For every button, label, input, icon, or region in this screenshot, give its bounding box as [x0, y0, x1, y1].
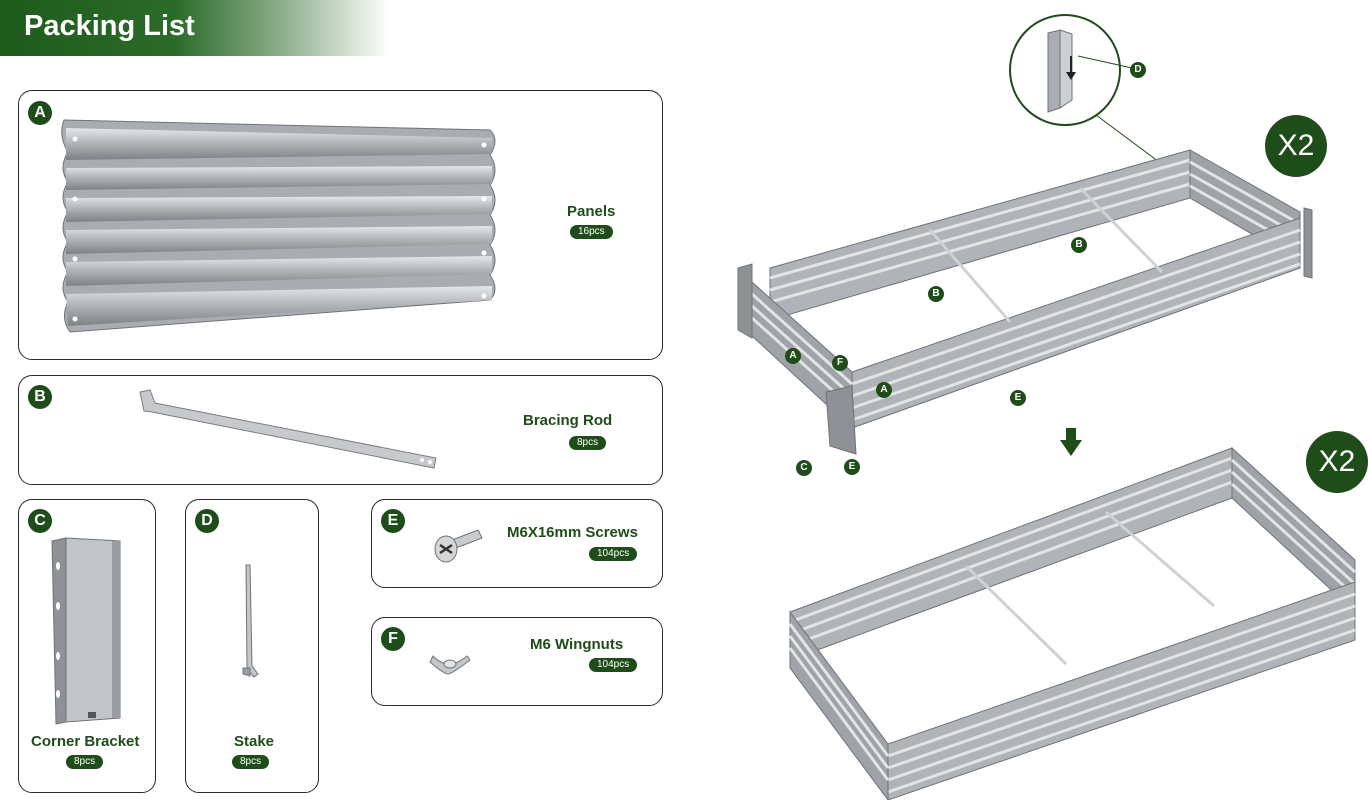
multiplier-badge-bottom: X2	[1306, 431, 1368, 493]
part-c-qty: 8pcs	[66, 755, 104, 769]
part-c-letter: C	[28, 509, 52, 533]
part-b-name: Bracing Rod	[523, 412, 613, 429]
packing-list-header: Packing List	[0, 0, 390, 56]
callout-b-left: B	[928, 286, 944, 302]
assembled-bed	[788, 446, 1357, 800]
part-e-name: M6X16mm Screws	[507, 524, 638, 541]
callout-f: F	[832, 355, 848, 371]
callout-a-front: A	[876, 382, 892, 398]
callout-e-left: E	[844, 459, 860, 475]
part-d-letter: D	[195, 509, 219, 533]
part-d-qty: 8pcs	[232, 755, 270, 769]
part-f-letter: F	[381, 627, 405, 651]
part-b-qty: 8pcs	[569, 436, 607, 450]
callout-a-left: A	[785, 348, 801, 364]
part-e-card	[371, 499, 663, 588]
detail-zoom	[1009, 14, 1191, 186]
exploded-bed	[737, 149, 1313, 455]
part-a-letter: A	[28, 101, 52, 125]
part-e-letter: E	[381, 509, 405, 533]
callout-e-right: E	[1010, 390, 1026, 406]
part-b-letter: B	[28, 385, 52, 409]
down-arrow-icon	[1060, 428, 1082, 456]
callout-d: D	[1130, 62, 1146, 78]
part-f-name: M6 Wingnuts	[530, 636, 624, 653]
part-f-qty: 104pcs	[589, 658, 638, 672]
part-a-qty: 16pcs	[570, 225, 613, 239]
part-c-name: Corner Bracket	[31, 733, 140, 750]
page-title: Packing List	[24, 10, 195, 42]
part-d-name: Stake	[234, 733, 275, 750]
part-a-name: Panels	[567, 203, 616, 220]
part-b-card	[18, 375, 663, 485]
callout-c: C	[796, 460, 812, 476]
part-e-qty: 104pcs	[589, 547, 638, 561]
part-a-card	[18, 90, 663, 360]
callout-b-right: B	[1071, 237, 1087, 253]
multiplier-badge-top: X2	[1265, 115, 1327, 177]
